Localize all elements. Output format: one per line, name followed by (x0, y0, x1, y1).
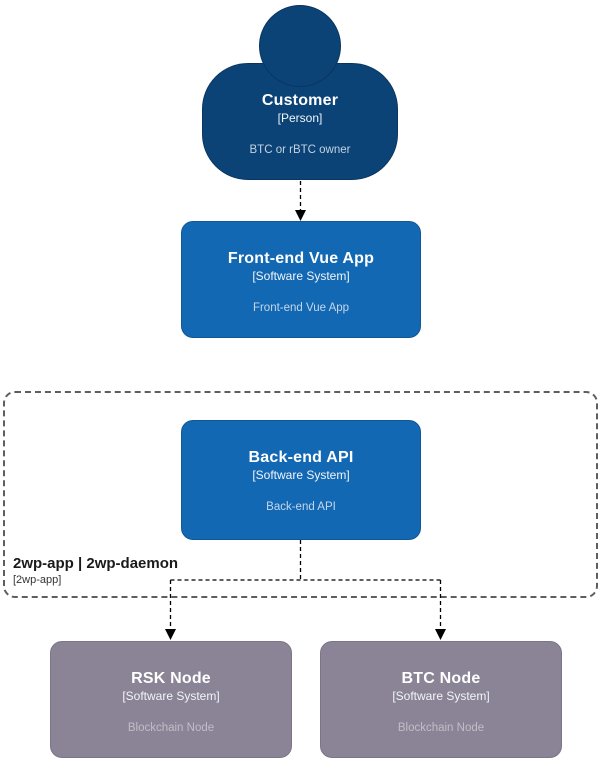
person-head-icon (259, 5, 341, 87)
boundary-title: 2wp-app | 2wp-daemon (13, 555, 179, 572)
boundary-2wp-app: 2wp-app | 2wp-daemon [2wp-app] (3, 391, 598, 598)
node-btc-title: BTC Node (401, 670, 481, 687)
node-backend-title: Back-end API (248, 449, 354, 466)
node-rsk-title: RSK Node (131, 670, 211, 687)
node-customer-description: BTC or rBTC owner (249, 144, 351, 156)
node-frontend-description: Front-end Vue App (252, 302, 350, 314)
node-rsk-type-label: [Software System] (122, 689, 220, 703)
arrowhead-icon (435, 629, 446, 640)
node-customer-type-label: [Person] (277, 111, 323, 125)
boundary-label: 2wp-app | 2wp-daemon [2wp-app] (13, 555, 178, 587)
node-rsk-description: Blockchain Node (127, 722, 215, 734)
node-btc-type-label: [Software System] (392, 689, 490, 703)
node-frontend-vue-app: Front-end Vue App [Software System] Fron… (181, 221, 421, 338)
node-frontend-type-label: [Software System] (252, 269, 350, 283)
node-rsk: RSK Node [Software System] Blockchain No… (50, 641, 292, 758)
arrowhead-icon (165, 629, 176, 640)
node-backend-type-label: [Software System] (252, 468, 350, 482)
node-btc-description: Blockchain Node (397, 722, 485, 734)
arrowhead-icon (295, 210, 306, 221)
boundary-type-label: [2wp-app] (13, 574, 62, 586)
node-frontend-title: Front-end Vue App (227, 250, 375, 267)
node-backend-description: Back-end API (266, 501, 336, 513)
node-btc: BTC Node [Software System] Blockchain No… (320, 641, 562, 758)
node-backend-api: Back-end API [Software System] Back-end … (181, 420, 421, 540)
node-customer-title: Customer (261, 92, 339, 109)
